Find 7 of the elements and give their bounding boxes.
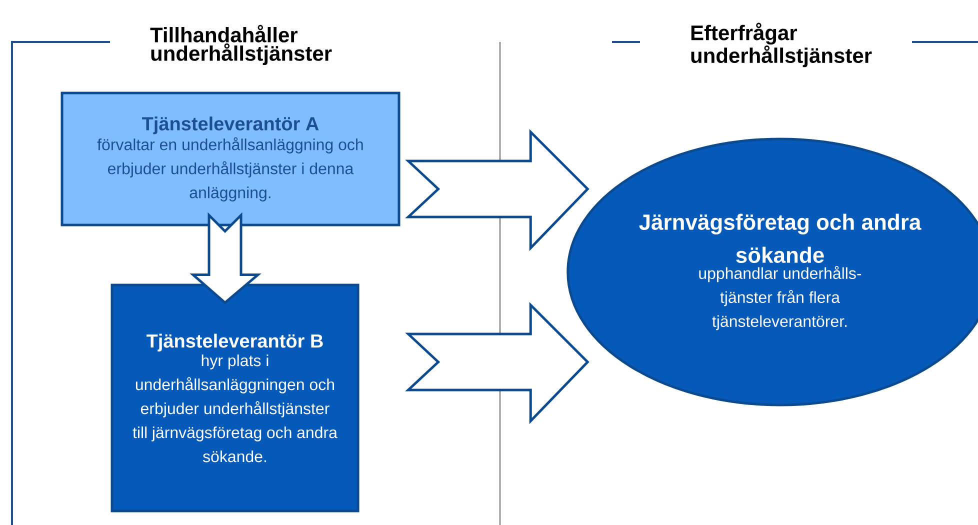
column-heading: Tillhandahåller underhållstjänster xyxy=(150,24,332,66)
provider-box: Tjänsteleverantör A förvaltar en underhållsanläggning och erbjuder underhållstjänster i denna anläggning. xyxy=(60,92,400,226)
block-arrow xyxy=(405,128,590,252)
column-heading: Efterfrågar underhållstjänster xyxy=(691,22,872,68)
block-arrow xyxy=(405,302,590,424)
block-arrow xyxy=(190,212,262,304)
provider-box: Tjänsteleverantör B hyr plats i underhållsanläggningen och erbjuder underhållstjänster till järnvägsföretag och andra sökande. xyxy=(110,284,360,512)
